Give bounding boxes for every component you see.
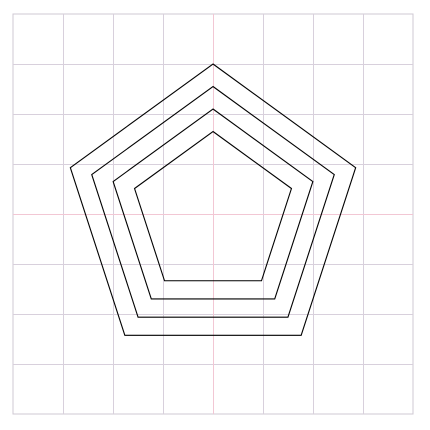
pentagon-4 xyxy=(133,130,293,282)
nested-pentagons xyxy=(69,63,357,336)
pentagon-3 xyxy=(112,108,314,300)
pentagon-2 xyxy=(91,85,335,318)
center-axes xyxy=(13,14,413,414)
pentagon-1 xyxy=(69,63,357,336)
